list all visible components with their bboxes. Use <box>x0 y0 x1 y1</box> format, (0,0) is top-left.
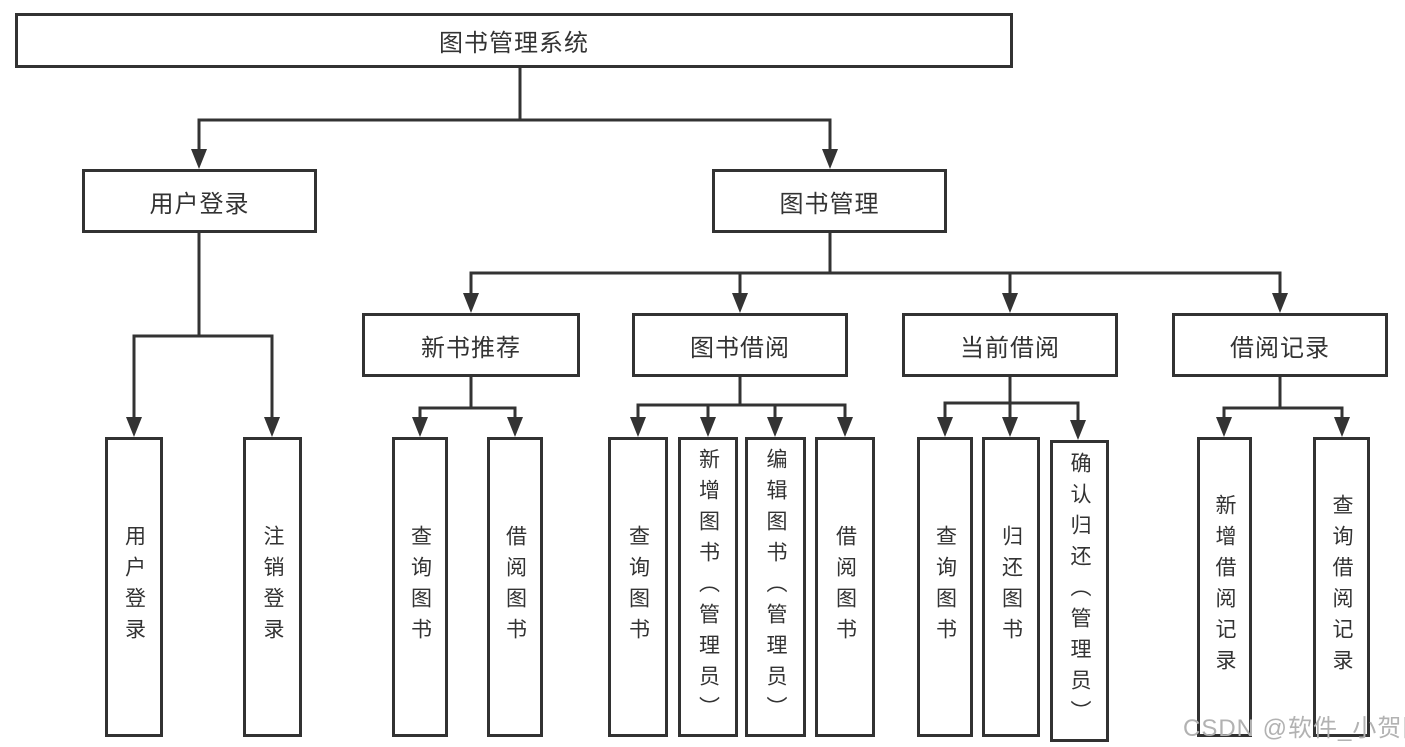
node-label: 归还图书 <box>999 525 1023 649</box>
node-label: 查询图书 <box>626 525 650 649</box>
node-label: 新增图书（管理员） <box>696 447 720 727</box>
arrowhead-icon <box>1070 420 1086 440</box>
arrowhead-icon <box>822 149 838 169</box>
node-library-system-root: 图书管理系统 <box>15 13 1013 68</box>
node-logout-leaf: 注销登录 <box>243 437 302 737</box>
node-return-books: 归还图书 <box>982 437 1040 737</box>
node-borrowing-records: 借阅记录 <box>1172 313 1388 377</box>
node-label: 注销登录 <box>261 525 284 649</box>
node-add-borrow-record: 新增借阅记录 <box>1197 437 1252 737</box>
arrowhead-icon <box>767 417 783 437</box>
arrowhead-icon <box>507 417 523 437</box>
node-query-borrow-record: 查询借阅记录 <box>1313 437 1370 737</box>
node-label: 查询借阅记录 <box>1330 494 1353 680</box>
arrowhead-icon <box>1334 417 1350 437</box>
arrowhead-icon <box>191 149 207 169</box>
node-label: 确认归还（管理员） <box>1068 451 1091 731</box>
arrowhead-icon <box>1272 293 1288 313</box>
node-query-books-current: 查询图书 <box>917 437 973 737</box>
node-edit-books-admin: 编辑图书（管理员） <box>745 437 806 737</box>
watermark: CSDN @软件_小贺同学 <box>1183 715 1405 742</box>
node-borrow-books-recommend: 借阅图书 <box>487 437 543 737</box>
node-new-book-recommend: 新书推荐 <box>362 313 580 377</box>
arrowhead-icon <box>1002 293 1018 313</box>
arrowhead-icon <box>837 417 853 437</box>
arrowhead-icon <box>700 417 716 437</box>
node-label: 查询图书 <box>933 525 957 649</box>
node-confirm-return-admin: 确认归还（管理员） <box>1050 440 1109 742</box>
arrowhead-icon <box>412 417 428 437</box>
arrowhead-icon <box>732 293 748 313</box>
node-query-books-borrowing: 查询图书 <box>608 437 668 737</box>
node-user-login-leaf: 用户登录 <box>105 437 163 737</box>
arrowhead-icon <box>1216 417 1232 437</box>
node-label: 用户登录 <box>122 525 146 649</box>
arrowhead-icon <box>264 417 280 437</box>
node-label: 新增借阅记录 <box>1213 494 1236 680</box>
node-label: 借阅图书 <box>503 525 527 649</box>
node-add-books-admin: 新增图书（管理员） <box>678 437 738 737</box>
node-current-borrowing: 当前借阅 <box>902 313 1118 377</box>
node-book-management-branch: 图书管理 <box>712 169 947 233</box>
node-book-borrowing: 图书借阅 <box>632 313 848 377</box>
node-label: 查询图书 <box>408 525 432 649</box>
arrowhead-icon <box>1002 417 1018 437</box>
arrowhead-icon <box>463 293 479 313</box>
node-query-books-recommend: 查询图书 <box>392 437 448 737</box>
node-label: 编辑图书（管理员） <box>764 447 787 727</box>
arrowhead-icon <box>126 417 142 437</box>
arrowhead-icon <box>937 417 953 437</box>
node-label: 借阅图书 <box>833 525 857 649</box>
node-borrow-books-leaf: 借阅图书 <box>815 437 875 737</box>
arrowhead-icon <box>630 417 646 437</box>
node-user-login-branch: 用户登录 <box>82 169 317 233</box>
